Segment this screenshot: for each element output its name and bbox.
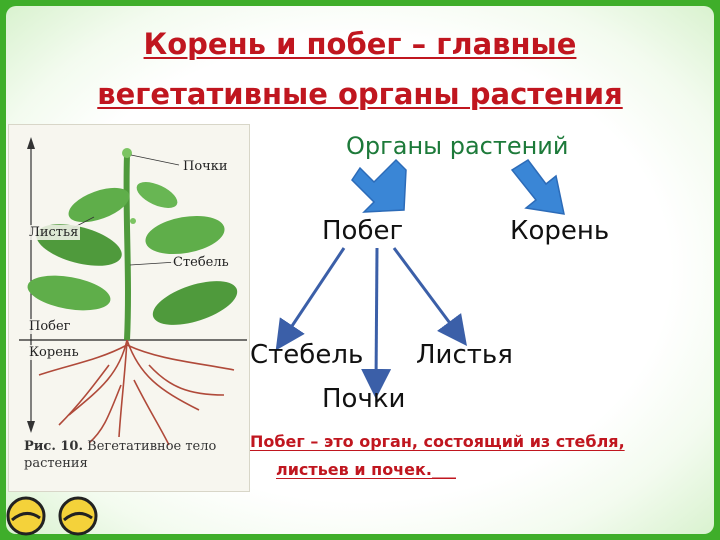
figure-caption-number: Рис. 10. [24, 439, 84, 454]
node-stem: Стебель [250, 340, 364, 370]
node-buds: Почки [322, 384, 406, 414]
figure-caption: Рис. 10. Вегетативное тело растения [24, 438, 224, 472]
block-arrow-to-root [510, 158, 565, 215]
definition-line1: Побег – это орган, состоящий из стебля, [250, 432, 625, 451]
slide-title-line2: вегетативные органы растения [97, 77, 623, 111]
block-arrow-to-shoot [351, 158, 407, 213]
definition-line2: листьев и почек.___ [276, 460, 456, 479]
arrow-to-stem [275, 247, 346, 351]
decorative-spheres [6, 496, 98, 536]
figure-label-leaves: Листья [27, 225, 81, 240]
organs-heading: Органы растений [346, 132, 569, 160]
figure-caption-text: Вегетативное тело растения [24, 439, 217, 471]
node-leaves: Листья [416, 340, 513, 370]
arrow-to-buds [361, 247, 392, 399]
node-shoot: Побег [322, 216, 404, 246]
plant-illustration: Почки Листья Стебель Побег Корень [8, 124, 250, 492]
arrow-to-leaves [392, 247, 467, 347]
slide-title-line1: Корень и побег – главные [143, 27, 577, 61]
figure-label-stem: Стебель [171, 255, 231, 270]
figure-label-buds: Почки [181, 159, 230, 174]
plant-drawing [19, 137, 247, 446]
node-root: Корень [510, 216, 610, 246]
figure-label-shoot: Побег [27, 319, 73, 334]
figure-label-root: Корень [27, 345, 81, 360]
shoot-definition: Побег – это орган, состоящий из стебля, … [250, 428, 710, 484]
